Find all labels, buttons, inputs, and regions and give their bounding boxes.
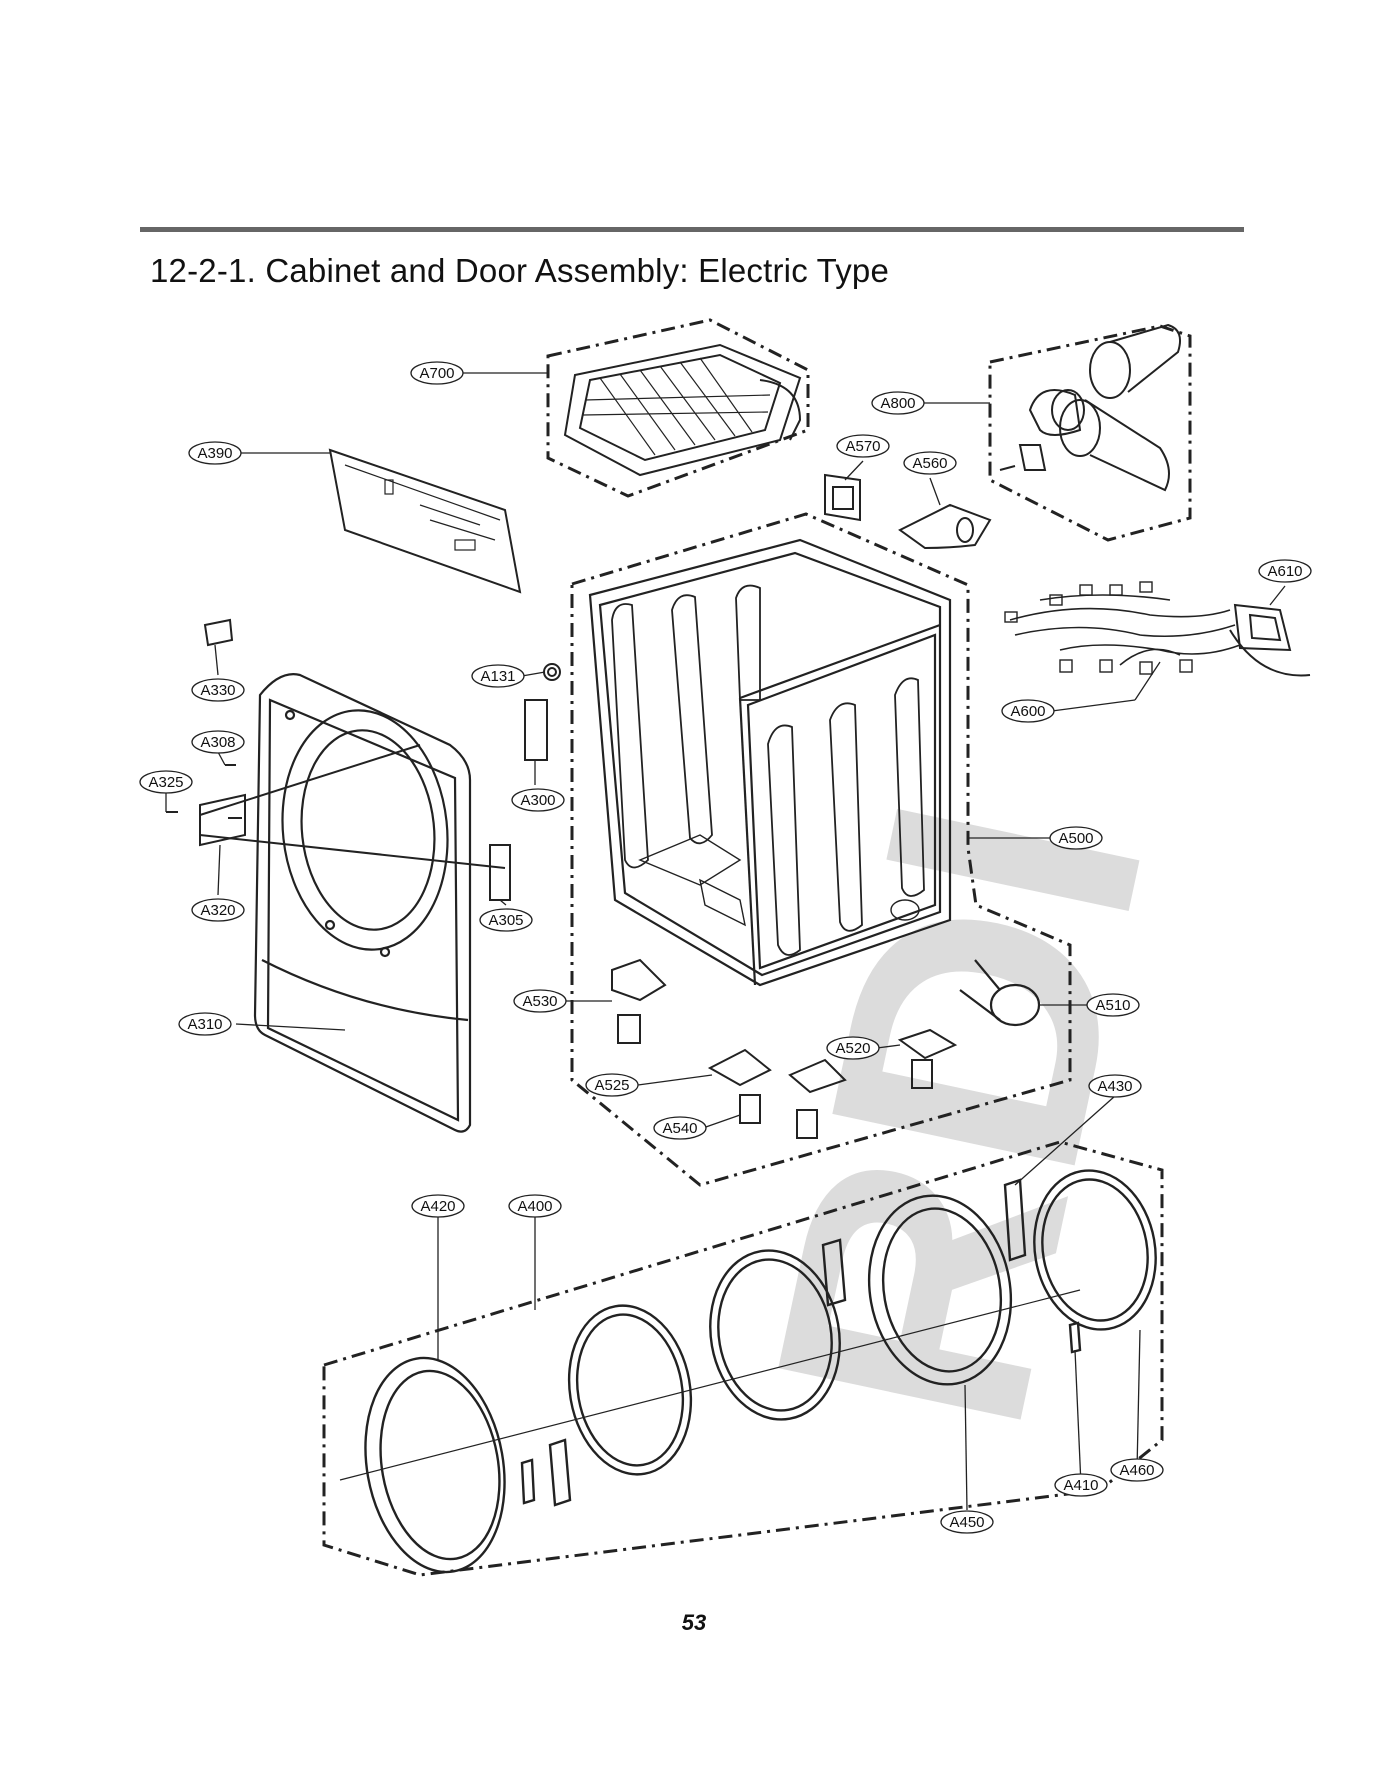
callout-a320: A320	[191, 898, 245, 922]
leader-lines	[165, 372, 1286, 1511]
callout-a530: A530	[513, 989, 567, 1013]
callout-a800: A800	[871, 391, 925, 415]
callout-a610: A610	[1258, 559, 1312, 583]
callout-a410: A410	[1054, 1473, 1108, 1497]
page-number: 53	[681, 1610, 707, 1635]
callout-a310: A310	[178, 1012, 232, 1036]
callout-a450: A450	[940, 1510, 994, 1534]
callout-a430: A430	[1088, 1074, 1142, 1098]
svg-text:A800: A800	[880, 395, 915, 412]
svg-text:A530: A530	[522, 993, 557, 1010]
a800-group-outline	[988, 324, 1192, 542]
callout-a330: A330	[191, 678, 245, 702]
svg-text:A500: A500	[1058, 830, 1093, 847]
callout-a500: A500	[1049, 826, 1103, 850]
svg-text:A410: A410	[1063, 1477, 1098, 1494]
small-fasteners	[166, 618, 561, 901]
a420-outer-door	[364, 1356, 506, 1574]
a570-bracket	[824, 473, 861, 522]
svg-text:A540: A540	[662, 1120, 697, 1137]
cabinet-body	[588, 538, 952, 987]
svg-text:A600: A600	[1010, 703, 1045, 720]
svg-text:A570: A570	[845, 438, 880, 455]
a460-seal-ring	[1033, 1169, 1157, 1331]
callout-a560: A560	[903, 451, 957, 475]
a700-drying-rack	[563, 343, 802, 477]
callout-a510: A510	[1086, 993, 1140, 1017]
svg-text:A460: A460	[1119, 1462, 1154, 1479]
svg-text:RDI: RDI	[698, 769, 1220, 1459]
svg-text:A308: A308	[200, 734, 235, 751]
watermark: RDI	[698, 769, 1220, 1459]
svg-text:A450: A450	[949, 1514, 984, 1531]
svg-text:A300: A300	[520, 792, 555, 809]
callout-a400: A400	[508, 1194, 562, 1218]
callout-a700: A700	[410, 361, 464, 385]
svg-text:A131: A131	[480, 668, 515, 685]
callout-a390: A390	[188, 441, 242, 465]
door-group-outline	[322, 1140, 1164, 1577]
leveling-feet	[611, 958, 958, 1139]
page-title: 12-2-1. Cabinet and Door Assembly: Elect…	[150, 252, 890, 289]
a700-group-outline	[546, 318, 810, 498]
callout-a308: A308	[191, 730, 245, 754]
a450-inner-frame	[867, 1194, 1013, 1386]
svg-text:A305: A305	[488, 912, 523, 929]
a510-duct-ring	[959, 959, 1041, 1027]
callout-a540: A540	[653, 1116, 707, 1140]
a800-exhaust-duct	[999, 323, 1181, 492]
svg-text:A400: A400	[517, 1198, 552, 1215]
svg-text:A560: A560	[912, 455, 947, 472]
a310-front-panel	[253, 673, 472, 1133]
svg-text:A510: A510	[1095, 997, 1130, 1014]
callout-a325: A325	[139, 770, 193, 794]
callout-a570: A570	[836, 434, 890, 458]
svg-text:A325: A325	[148, 774, 183, 791]
svg-text:A520: A520	[835, 1040, 870, 1057]
svg-text:A420: A420	[420, 1198, 455, 1215]
callout-a131: A131	[471, 664, 525, 688]
a610-sensor	[1229, 603, 1311, 677]
svg-text:A310: A310	[187, 1016, 222, 1033]
door-glass-bowl	[709, 1249, 841, 1421]
callout-a420: A420	[411, 1194, 465, 1218]
callout-a305: A305	[479, 908, 533, 932]
door-gasket-ring	[567, 1304, 693, 1476]
a600-wire-harness	[1004, 581, 1241, 675]
callout-a520: A520	[826, 1036, 880, 1060]
callout-a600: A600	[1001, 699, 1055, 723]
door-assembly	[339, 1169, 1157, 1574]
svg-text:A610: A610	[1267, 563, 1302, 580]
a390-control-bracket	[328, 448, 522, 594]
svg-text:A390: A390	[197, 445, 232, 462]
header-rule	[140, 227, 1244, 232]
svg-text:A330: A330	[200, 682, 235, 699]
a560-duct	[898, 503, 992, 550]
svg-text:A700: A700	[419, 365, 454, 382]
cabinet-group-outline	[570, 512, 1072, 1187]
svg-text:A430: A430	[1097, 1078, 1132, 1095]
callout-a300: A300	[511, 788, 565, 812]
callout-a460: A460	[1110, 1458, 1164, 1482]
svg-text:A320: A320	[200, 902, 235, 919]
callout-a525: A525	[585, 1073, 639, 1097]
svg-text:A525: A525	[594, 1077, 629, 1094]
